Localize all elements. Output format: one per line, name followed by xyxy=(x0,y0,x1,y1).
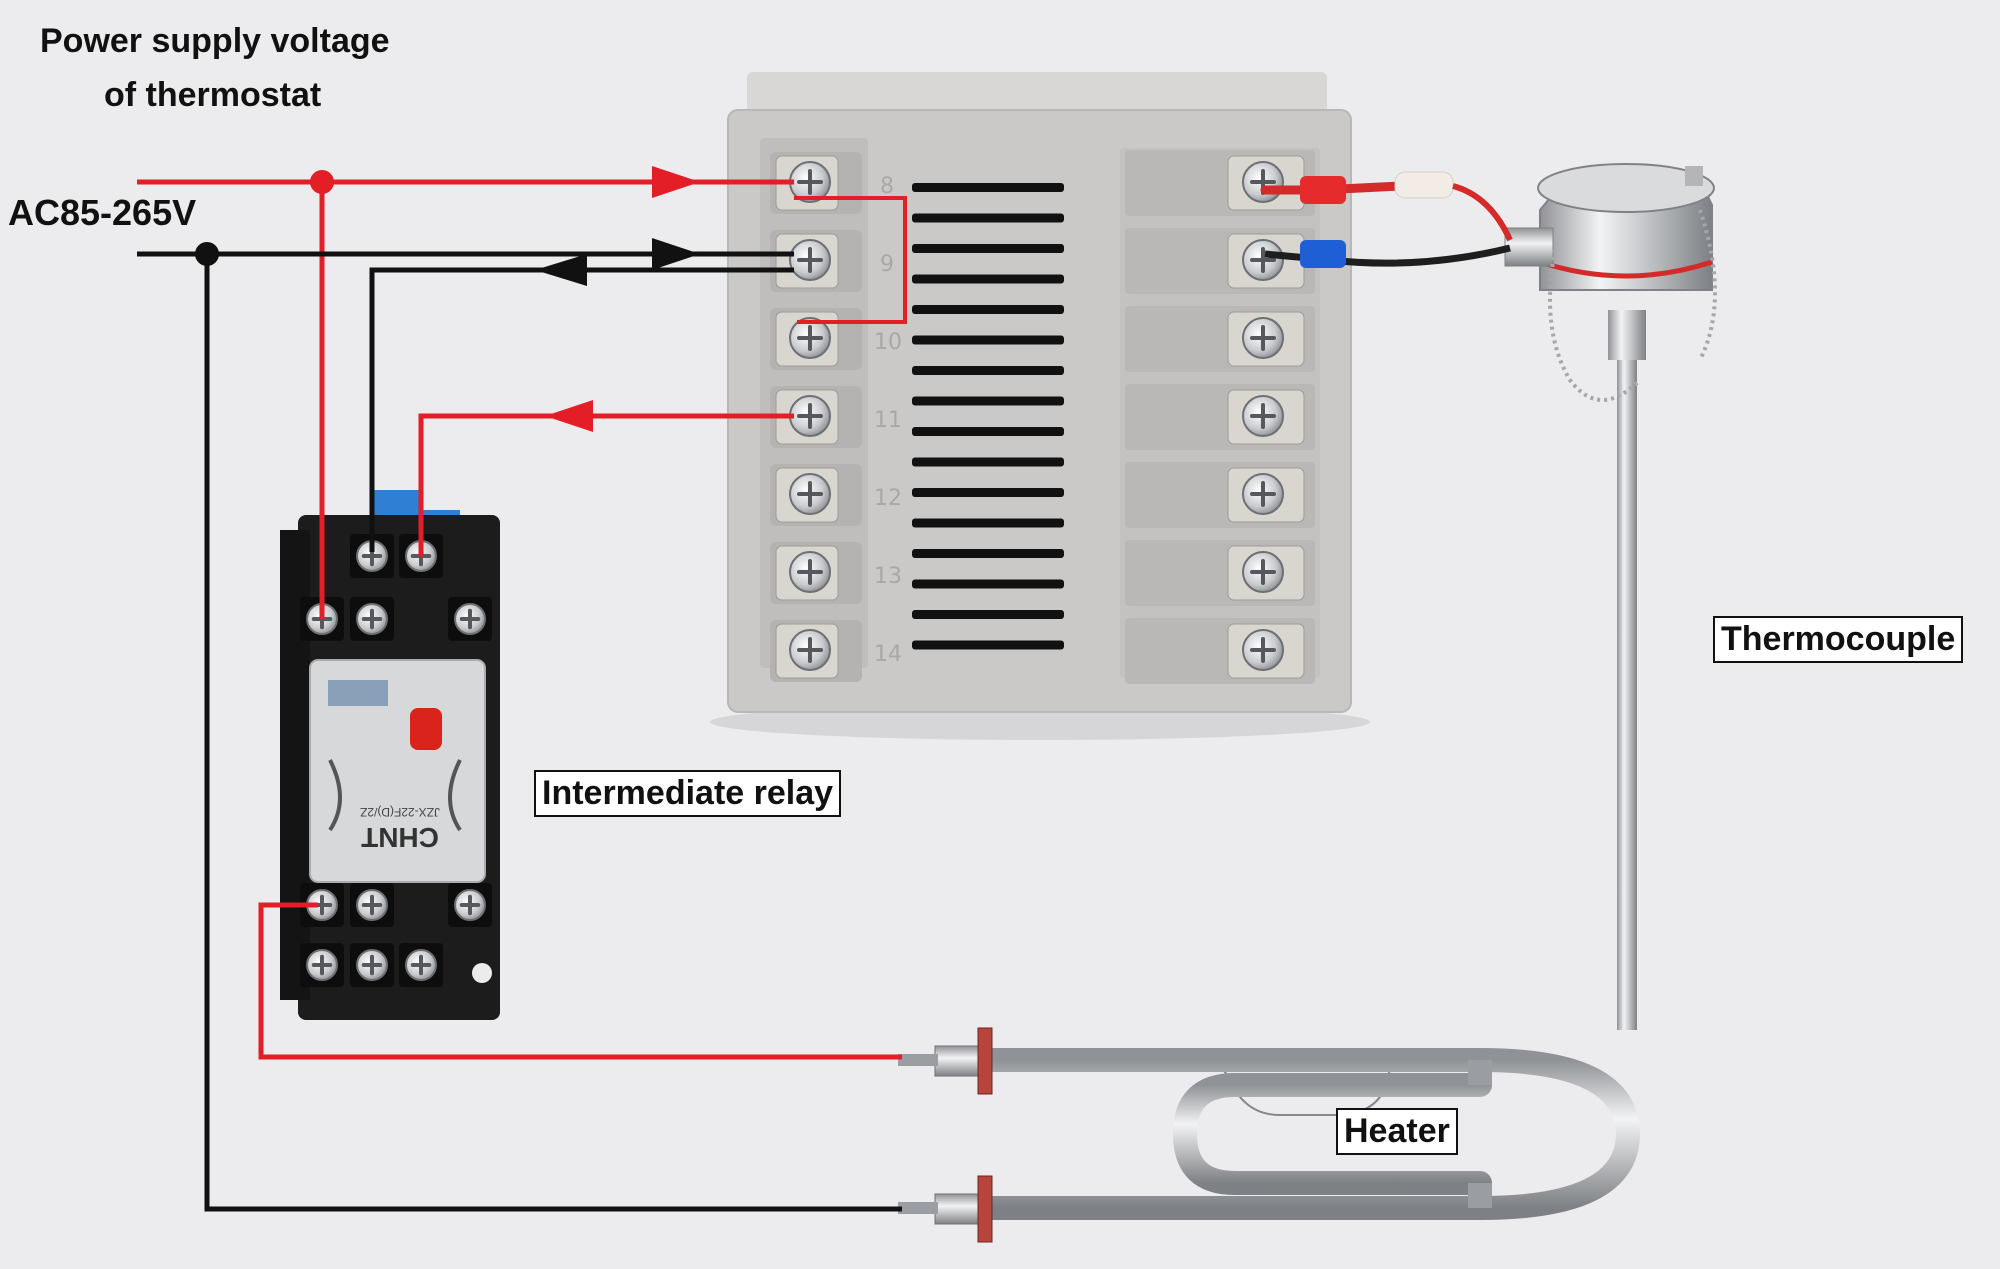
relay-to-heater-wire xyxy=(258,902,902,1060)
thermocouple-label: Thermocouple xyxy=(1713,616,1964,663)
relay-terminal-screw xyxy=(356,603,388,635)
vent-slot xyxy=(912,244,1064,253)
right-terminal-screw xyxy=(1242,317,1284,359)
heater-fitting-top xyxy=(934,1045,981,1077)
right-terminal-screw xyxy=(1242,629,1284,671)
vent-slot xyxy=(912,640,1064,650)
thermocouple-neck xyxy=(1608,310,1646,360)
neutral-to-heater-wire xyxy=(204,254,902,1212)
thermocouple-sleeve xyxy=(1394,171,1454,199)
right-terminal-screw xyxy=(1242,473,1284,515)
vent-slot xyxy=(912,518,1064,528)
left-terminal-screw xyxy=(789,317,831,359)
relay-terminal-screw xyxy=(454,603,486,635)
vent-slot xyxy=(912,610,1064,619)
vent-slot xyxy=(912,213,1064,223)
right-terminal-screw xyxy=(1242,239,1284,281)
thermostat: 8 9 10 11 12 13 14 xyxy=(710,72,1370,740)
heater-flange-top xyxy=(977,1027,993,1095)
relay-terminal-screw xyxy=(454,889,486,921)
relay-terminal-screw xyxy=(356,540,388,572)
terminal-number-14: 14 xyxy=(874,642,902,667)
heater-lead-top xyxy=(898,1054,938,1066)
terminal-number-13: 13 xyxy=(874,564,902,589)
vent-slot xyxy=(912,488,1064,497)
terminal-number-12: 12 xyxy=(874,486,902,511)
vent-slot xyxy=(912,335,1064,345)
relay-contacts xyxy=(328,759,462,832)
vent-slot xyxy=(912,274,1064,284)
left-terminal-screw xyxy=(789,629,831,671)
thermocouple-chain-right xyxy=(1698,209,1717,361)
heater xyxy=(898,1027,1641,1243)
relay-terminal-screw xyxy=(356,949,388,981)
right-terminal-screw xyxy=(1242,551,1284,593)
relay-brand: CHNT xyxy=(361,822,439,853)
right-terminal-screw xyxy=(1242,395,1284,437)
vent-slot xyxy=(912,396,1064,406)
right-terminal-block xyxy=(1125,150,1315,684)
heater-lead-bottom xyxy=(898,1202,938,1214)
power-supply-title-line1: Power supply voltage xyxy=(40,22,390,60)
heater-flange-bottom xyxy=(977,1175,993,1243)
neutral-to-relay-wire xyxy=(369,267,794,552)
intermediate-relay-label: Intermediate relay xyxy=(534,770,842,817)
left-terminal-screw xyxy=(789,551,831,593)
thermocouple-cap xyxy=(1537,163,1715,213)
relay-terminal-screw xyxy=(356,889,388,921)
power-supply-title-line2: of thermostat xyxy=(104,76,322,114)
vent-slot xyxy=(912,549,1064,558)
heater-label: Heater xyxy=(1336,1108,1458,1155)
terminal-number-9: 9 xyxy=(880,252,894,277)
heater-tube-outer xyxy=(978,1048,1641,1220)
terminal-number-10: 10 xyxy=(874,330,902,355)
right-terminal-screw xyxy=(1242,161,1284,203)
live-arrow-in xyxy=(652,166,700,198)
neutral-arrow-relay xyxy=(535,254,587,286)
thermocouple-seal xyxy=(1539,259,1713,279)
thermocouple-chain xyxy=(1548,249,1642,402)
vent-slot xyxy=(912,427,1064,436)
vent-slot xyxy=(912,183,1064,192)
heater-fitting-bottom xyxy=(934,1193,981,1225)
thermocouple-red-lead-end xyxy=(1452,183,1513,242)
thermocouple xyxy=(1504,163,1717,1030)
blue-ring-terminal xyxy=(1300,240,1346,268)
thermocouple-gland xyxy=(1504,227,1554,267)
relay-terminal-screw xyxy=(405,949,437,981)
vent-slots xyxy=(912,183,1064,650)
relay-terminal-screw xyxy=(306,949,338,981)
left-terminal-screw xyxy=(789,239,831,281)
output-arrow xyxy=(545,400,593,432)
neutral-arrow-in xyxy=(652,238,700,270)
thermocouple-cap-screw xyxy=(1685,166,1703,186)
terminal-number-8: 8 xyxy=(880,174,894,199)
terminal-number-11: 11 xyxy=(874,408,902,433)
relay-led xyxy=(410,708,442,750)
left-terminal-screw xyxy=(789,395,831,437)
relay-coil xyxy=(328,680,388,706)
wires xyxy=(137,166,1513,1212)
thermocouple-probe xyxy=(1617,340,1637,1030)
left-terminal-screw xyxy=(789,473,831,515)
vent-slot xyxy=(912,579,1064,589)
relay-terminal-screws xyxy=(300,534,492,987)
vent-slot xyxy=(912,366,1064,375)
voltage-label: AC85-265V xyxy=(8,192,197,233)
jumper-8-to-10 xyxy=(794,196,907,324)
output-to-relay-coil-wire xyxy=(418,413,794,557)
relay-model: JZX-22F(D)/2Z xyxy=(360,805,440,819)
intermediate-relay: CHNT JZX-22F(D)/2Z xyxy=(280,490,500,1020)
red-ring-terminal xyxy=(1300,176,1346,204)
relay-mounting-hole xyxy=(472,963,492,983)
heater-tube-inner xyxy=(1172,1073,1492,1195)
vent-slot xyxy=(912,457,1064,467)
vent-slot xyxy=(912,305,1064,314)
